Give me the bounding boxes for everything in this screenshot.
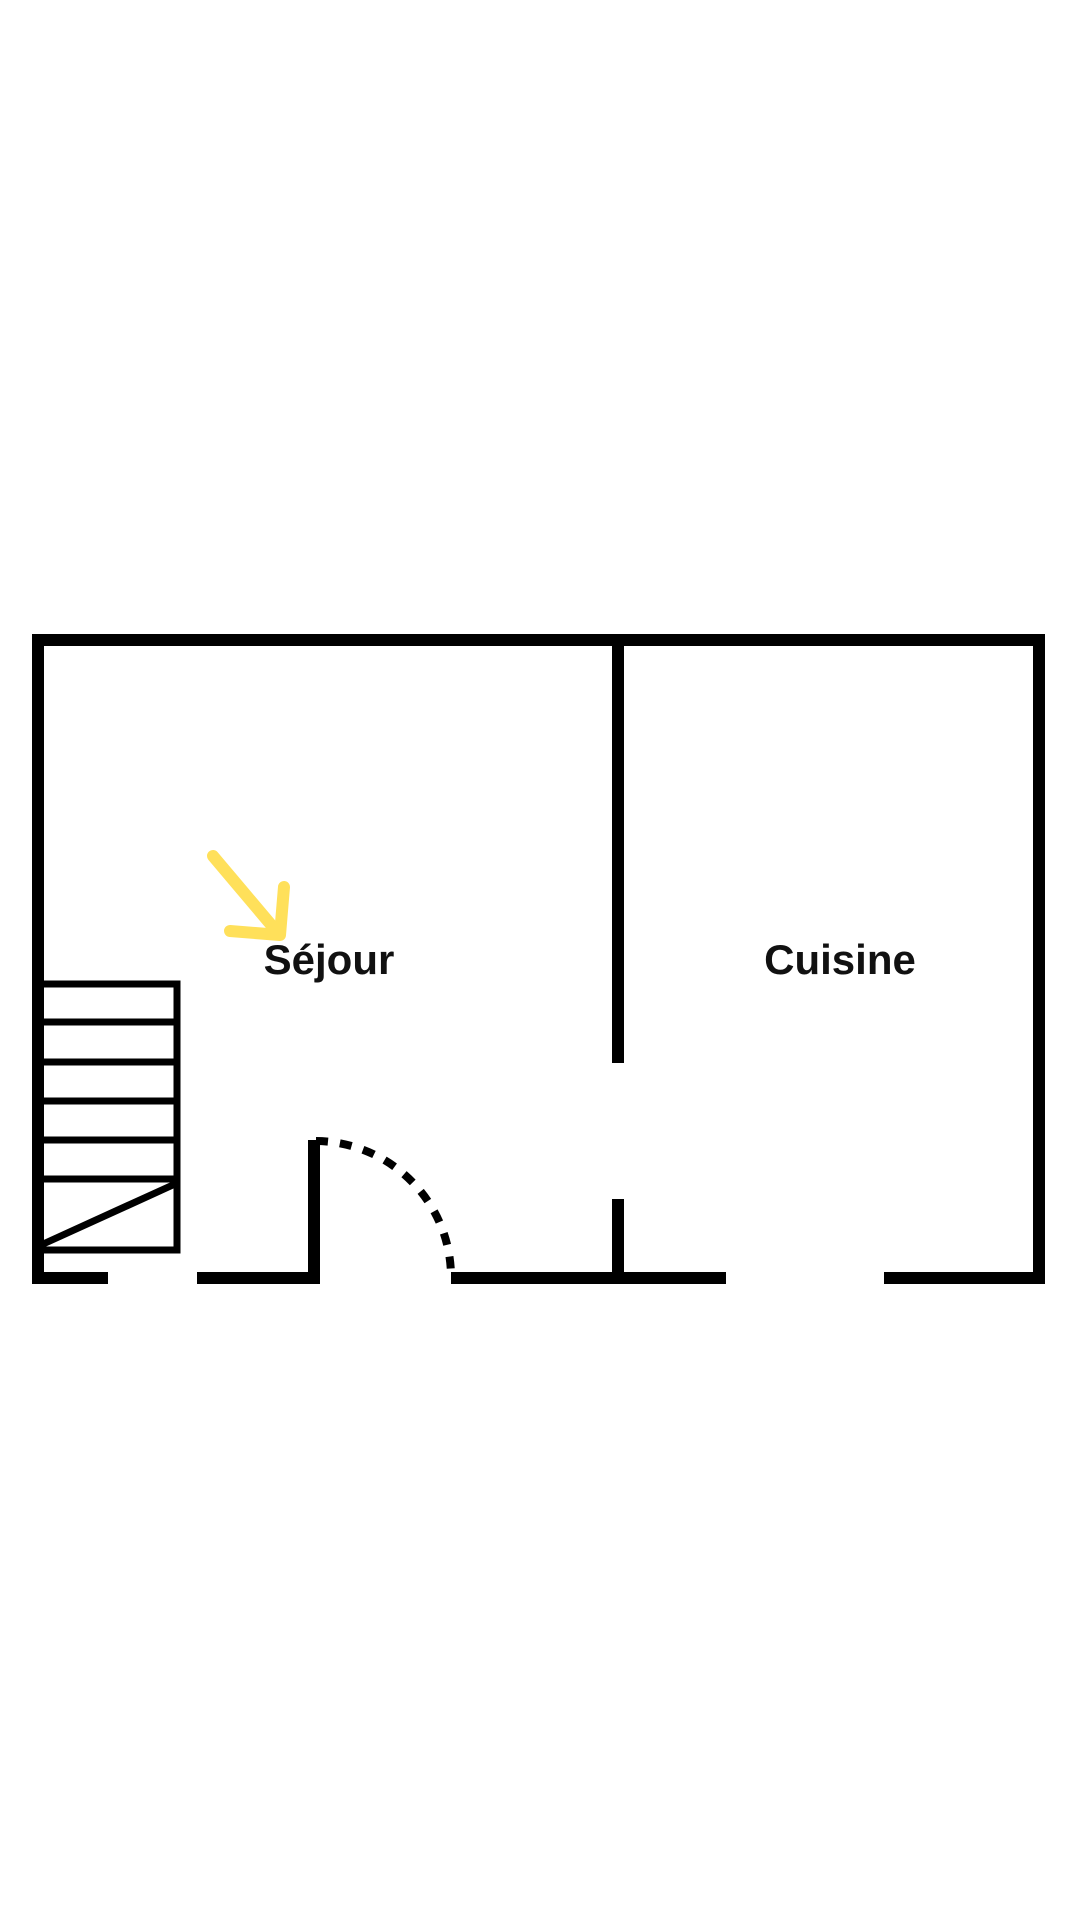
arrow-down-right-icon — [207, 850, 290, 941]
door-swing-icon — [315, 1137, 455, 1277]
stairs-icon — [34, 980, 181, 1254]
room-label-sejour: Séjour — [264, 936, 395, 983]
room-label-cuisine: Cuisine — [764, 936, 916, 983]
